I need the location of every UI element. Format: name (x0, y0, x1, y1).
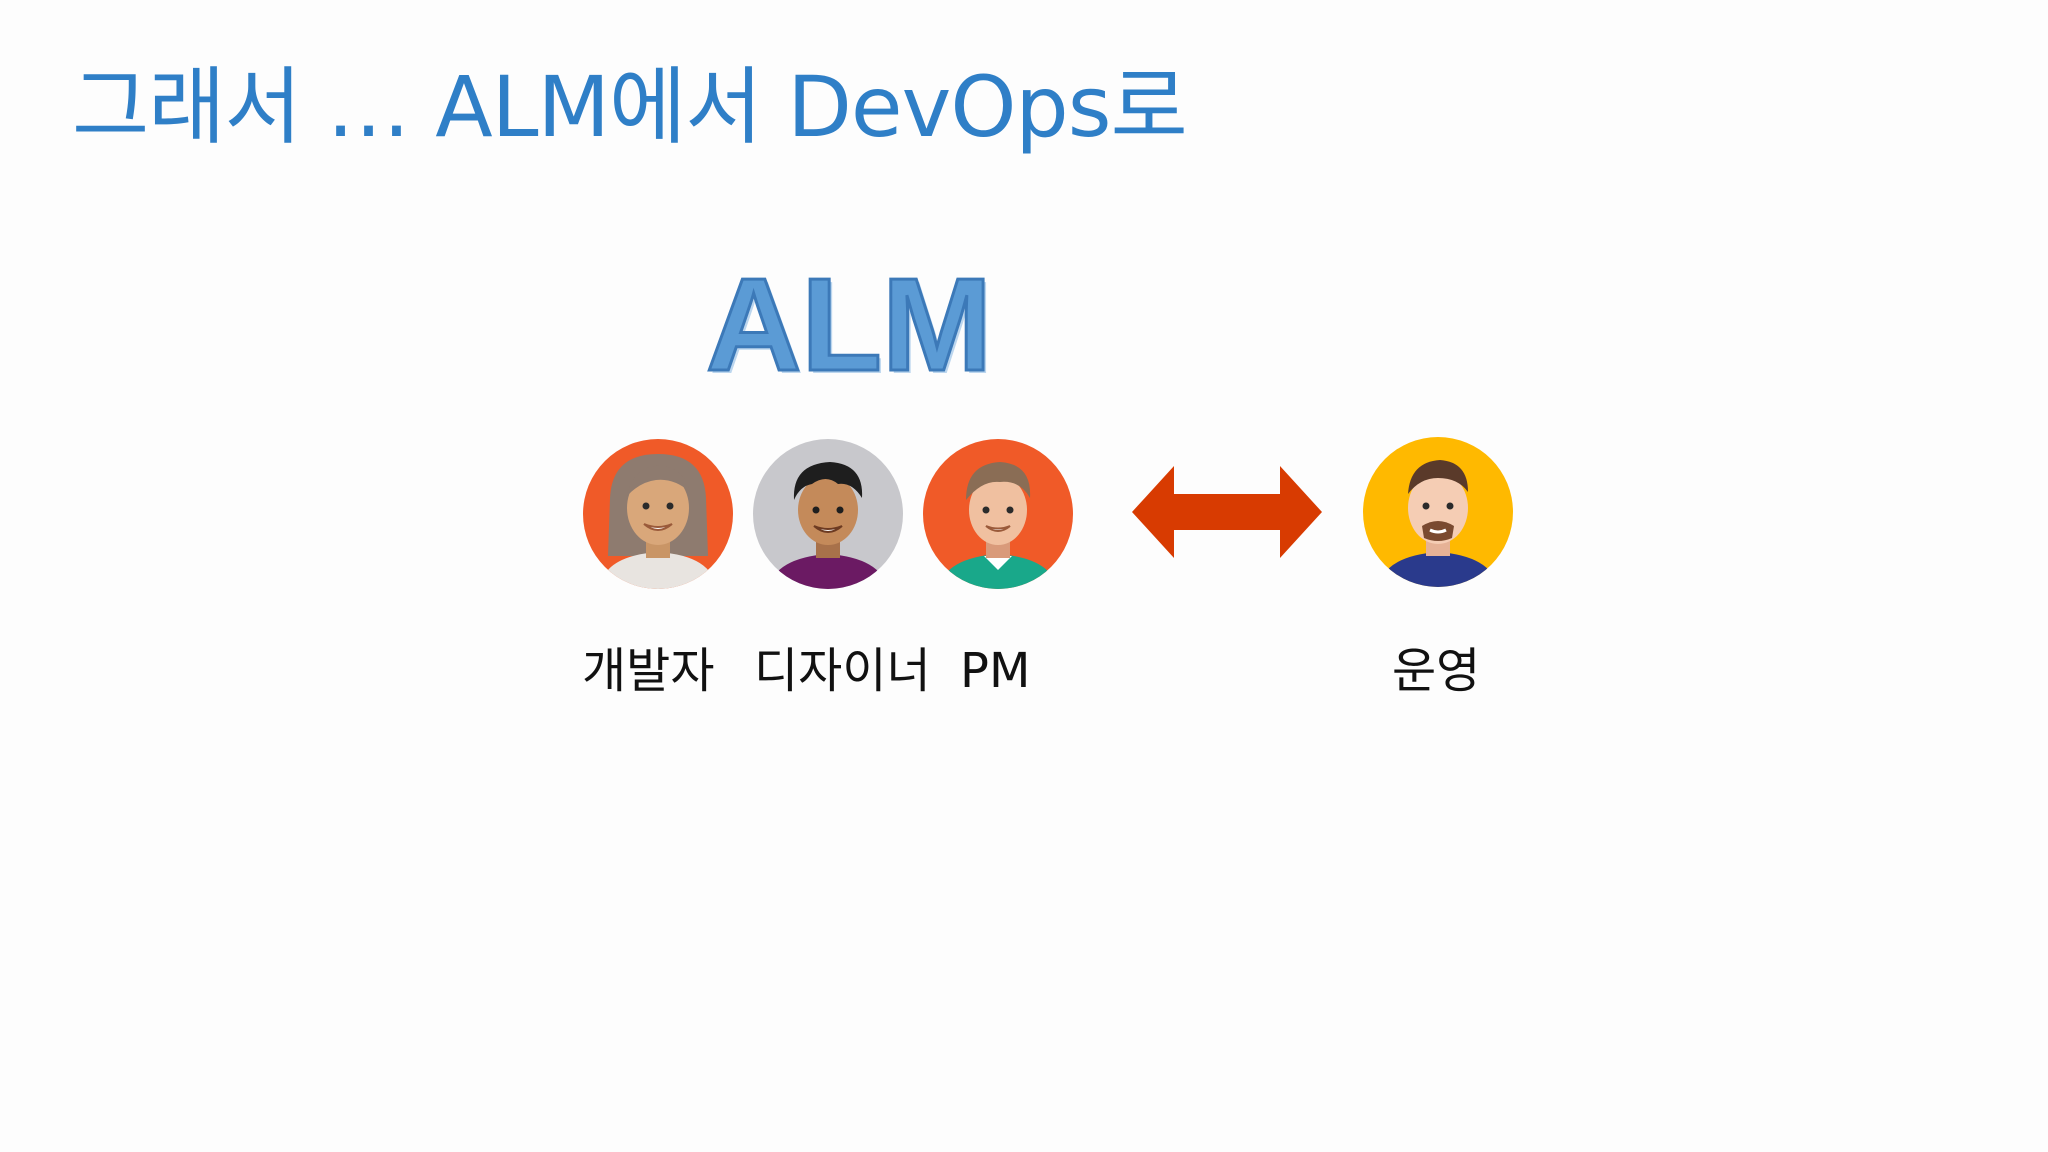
man-avatar-icon (753, 439, 903, 589)
alm-heading: ALM (705, 251, 994, 398)
woman-avatar-icon (583, 439, 733, 589)
role-label-operations: 운영 (1392, 643, 1481, 699)
role-label-pm: PM (960, 643, 1031, 699)
bearded-man-avatar-icon (1363, 437, 1513, 587)
slide-title: 그래서 … ALM에서 DevOps로 (72, 58, 1188, 156)
role-label-developer: 개발자 (582, 643, 715, 699)
designer-avatar (752, 438, 904, 590)
role-label-designer: 디자이너 (754, 643, 931, 699)
pm-avatar (922, 438, 1074, 590)
developer-avatar (582, 438, 734, 590)
operations-avatar (1362, 436, 1514, 588)
man-avatar-icon (923, 439, 1073, 589)
double-arrow-icon (1132, 462, 1322, 562)
